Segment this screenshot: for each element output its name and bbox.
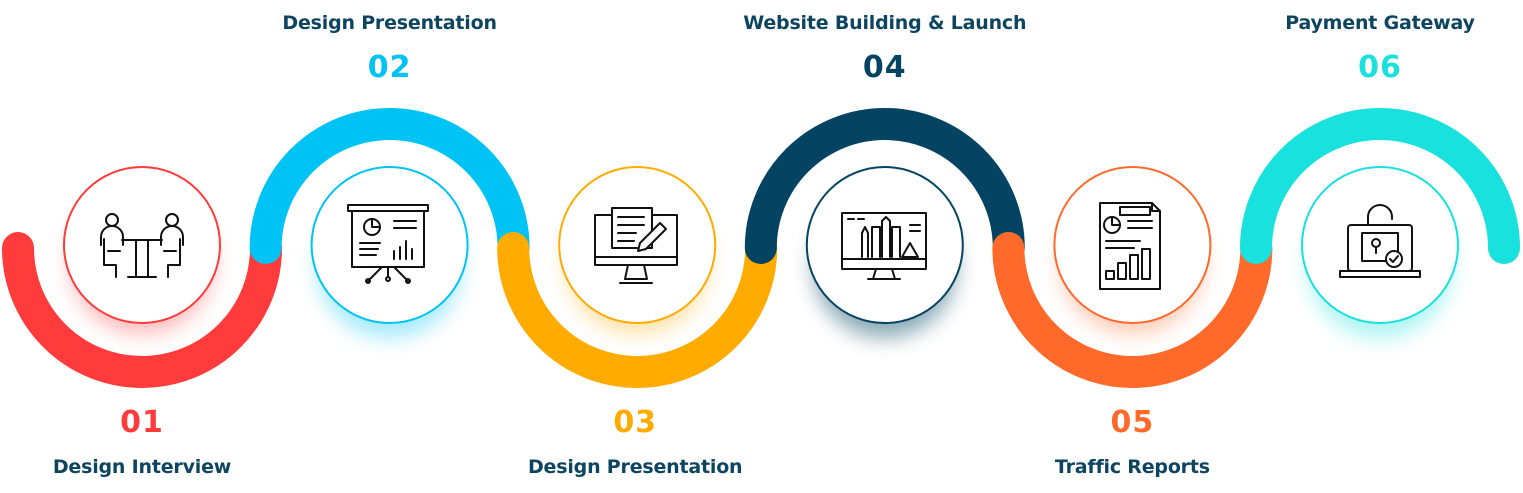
step-title-05: Traffic Reports [1054,456,1210,478]
arc-path-group [2,108,1520,388]
monitor-design-icon [594,207,678,284]
step-circle-05 [1053,166,1212,324]
arc-step-03 [497,232,778,388]
arc-step-05 [992,232,1273,388]
circle-group [63,166,1459,324]
step-title-03: Design Presentation [527,456,743,478]
presentation-board-icon [347,204,429,284]
report-document-icon [1099,202,1161,290]
step-number-04: 04 [862,50,907,85]
meeting-icon [100,213,184,278]
laptop-lock-icon [1339,204,1421,278]
step-title-04: Website Building & Launch [743,12,1027,34]
step-number-06: 06 [1358,50,1402,85]
step-number-05: 05 [1110,405,1155,440]
arc-step-02 [249,108,530,264]
step-title-01: Design Interview [52,456,232,478]
arc-step-04 [744,108,1025,264]
step-circle-02 [310,166,469,324]
step-circle-01 [63,166,221,324]
step-number-03: 03 [613,405,658,440]
arc-step-06 [1240,108,1520,264]
step-title-06: Payment Gateway [1285,12,1475,34]
step-title-02: Design Presentation [282,12,497,34]
monitor-tools-icon [841,212,927,280]
arc-step-01 [2,232,282,388]
step-number-02: 02 [367,50,412,85]
step-number-01: 01 [120,405,164,440]
step-circle-04 [805,166,964,324]
